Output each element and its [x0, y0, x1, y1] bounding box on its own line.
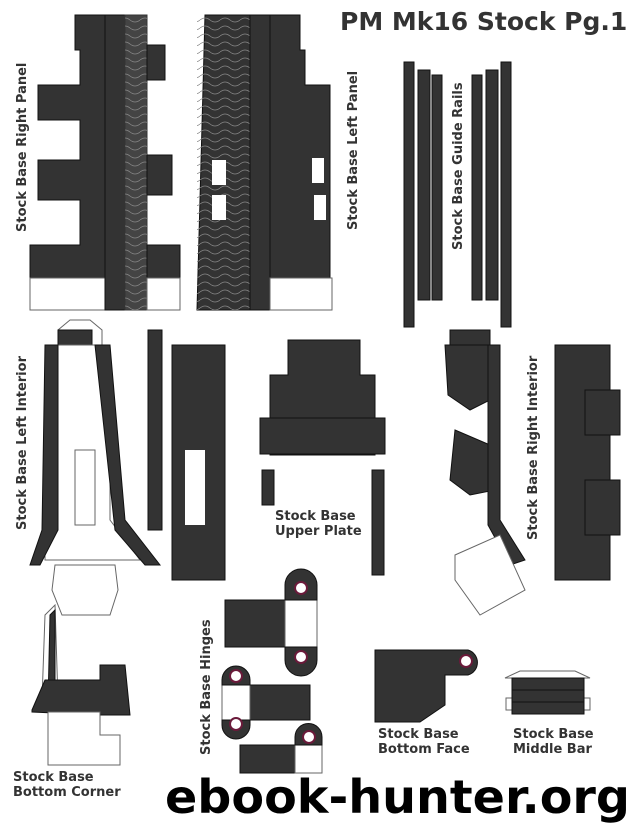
right-interior-part	[444, 329, 621, 616]
middle-bar-part	[504, 670, 591, 715]
guide-rails-label: Stock Base Guide Rails	[451, 82, 466, 250]
bottom-face-label-line1: Stock Base	[378, 727, 459, 742]
bottom-face-label-line2: Bottom Face	[378, 742, 470, 757]
bottom-face-part	[374, 649, 478, 723]
page-title: PM Mk16 Stock Pg.1	[340, 7, 627, 36]
right-panel-part	[29, 14, 181, 311]
left-panel-part	[196, 14, 333, 311]
middle-bar-label-line2: Middle Bar	[513, 742, 592, 757]
watermark-text: ebook-hunter.org	[165, 770, 630, 824]
guide-rails-part	[403, 61, 512, 328]
upper-plate-label-line2: Upper Plate	[275, 524, 362, 539]
bottom-corner-label-line1: Stock Base	[13, 770, 94, 785]
bottom-corner-label-line2: Bottom Corner	[13, 785, 121, 800]
right-interior-label: Stock Base Right Interior	[526, 355, 541, 540]
upper-plate-label-line1: Stock Base	[275, 509, 356, 524]
left-interior-label: Stock Base Left Interior	[15, 355, 30, 530]
left-panel-label: Stock Base Left Panel	[346, 71, 361, 230]
middle-bar-label-line1: Stock Base	[513, 727, 594, 742]
upper-plate-part	[259, 339, 386, 576]
left-interior-part	[29, 319, 226, 616]
right-panel-label: Stock Base Right Panel	[15, 63, 30, 232]
bottom-corner-part	[31, 603, 131, 766]
hinges-part	[221, 568, 323, 774]
hinges-label: Stock Base Hinges	[199, 619, 214, 755]
